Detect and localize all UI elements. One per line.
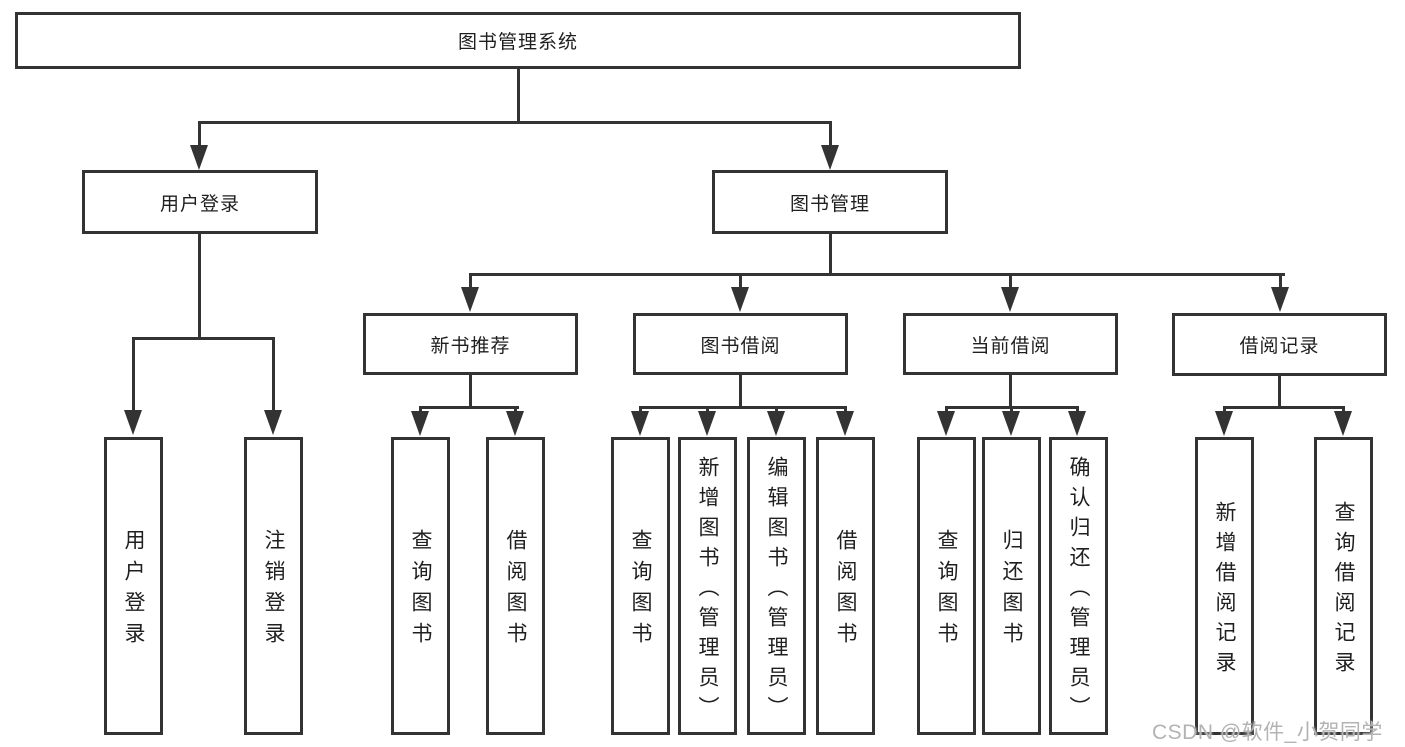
connector-borrowing-down: [739, 375, 742, 406]
arrow-down-icon: [836, 411, 854, 436]
connector-recommend-hline: [419, 406, 519, 409]
node-label: 新书推荐: [430, 335, 511, 357]
connector-stem: [639, 406, 642, 414]
connector-stem: [1342, 406, 1345, 414]
connector-stem: [1009, 273, 1012, 289]
connector-borrowing-hline: [639, 406, 847, 409]
node-label: 借阅记录: [1239, 336, 1320, 357]
csdn-watermark: CSDN @软件_小贺同学: [1152, 721, 1383, 744]
leaf-label: 查询图书: [629, 529, 652, 653]
arrow-down-icon: [1334, 411, 1352, 436]
arrow-down-icon: [731, 287, 749, 312]
connector-level3-hline: [469, 273, 1285, 276]
node-book-management: 图书管理: [712, 170, 948, 234]
leaf-recommend-query-books: 查询图书: [391, 437, 450, 735]
connector-stem: [775, 406, 778, 414]
arrow-down-icon: [767, 411, 785, 436]
connector-stem: [272, 337, 275, 410]
node-current-borrowing: 当前借阅: [903, 313, 1118, 375]
leaf-borrow-query-books: 查询图书: [611, 437, 670, 735]
connector-stem: [132, 337, 135, 410]
arrow-down-icon: [124, 410, 142, 435]
connector-stem: [1076, 406, 1079, 414]
leaf-current-confirm-return-admin: 确认归还（管理员）: [1049, 437, 1108, 735]
connector-user-login-stem: [198, 121, 201, 147]
leaf-records-add-borrow-record: 新增借阅记录: [1195, 437, 1254, 735]
connector-stem: [514, 406, 517, 414]
node-user-login: 用户登录: [82, 170, 318, 234]
leaf-label: 查询图书: [935, 529, 958, 653]
leaf-current-query-books: 查询图书: [917, 437, 976, 735]
connector-records-hline: [1223, 406, 1345, 409]
arrow-down-icon: [937, 411, 955, 436]
leaf-borrow-add-books-admin: 新增图书（管理员）: [678, 437, 737, 735]
leaf-label: 借阅图书: [834, 529, 857, 653]
connector-stem: [1279, 273, 1282, 289]
leaf-label: 新增借阅记录: [1213, 501, 1236, 681]
arrow-down-icon: [1215, 411, 1233, 436]
connector-stem: [844, 406, 847, 414]
leaf-label: 新增图书（管理员）: [696, 456, 719, 726]
arrow-down-icon: [411, 411, 429, 436]
arrow-down-icon: [1068, 411, 1086, 436]
leaf-label: 注销登录: [262, 529, 285, 653]
arrow-down-icon: [821, 145, 839, 170]
connector-login-hline: [132, 337, 275, 340]
leaf-borrow-borrow-books: 借阅图书: [816, 437, 875, 735]
arrow-down-icon: [264, 410, 282, 435]
leaf-label: 借阅图书: [504, 529, 527, 653]
connector-stem: [739, 273, 742, 289]
leaf-logout: 注销登录: [244, 437, 303, 735]
connector-records-down: [1278, 376, 1281, 406]
leaf-label: 查询借阅记录: [1332, 501, 1355, 681]
connector-stem: [945, 406, 948, 414]
node-root-library-system: 图书管理系统: [15, 12, 1021, 69]
arrow-down-icon: [461, 287, 479, 312]
connector-current-down: [1009, 375, 1012, 406]
leaf-label: 查询图书: [409, 529, 432, 653]
leaf-label: 归还图书: [1000, 529, 1023, 653]
node-label: 图书管理系统: [457, 32, 578, 53]
leaf-records-query-borrow-record: 查询借阅记录: [1314, 437, 1373, 735]
connector-stem: [1223, 406, 1226, 414]
arrow-down-icon: [631, 411, 649, 436]
connector-recommend-down: [469, 375, 472, 406]
arrow-down-icon: [1271, 287, 1289, 312]
node-new-book-recommend: 新书推荐: [363, 313, 578, 375]
connector-stem: [706, 406, 709, 414]
arrow-down-icon: [190, 145, 208, 170]
arrow-down-icon: [1002, 411, 1020, 436]
leaf-current-return-books: 归还图书: [982, 437, 1041, 735]
leaf-user-login: 用户登录: [104, 437, 163, 735]
node-book-borrowing: 图书借阅: [633, 313, 848, 375]
connector-stem: [419, 406, 422, 414]
connector-level2-hline: [198, 121, 832, 124]
leaf-label: 用户登录: [122, 529, 145, 653]
connector-root-stem: [517, 69, 520, 121]
leaf-label: 编辑图书（管理员）: [765, 456, 788, 726]
connector-stem: [1010, 406, 1013, 414]
node-label: 用户登录: [159, 193, 240, 215]
leaf-label: 确认归还（管理员）: [1067, 456, 1090, 726]
node-borrowing-records: 借阅记录: [1172, 313, 1387, 376]
connector-user-login-down: [198, 234, 201, 337]
arrow-down-icon: [698, 411, 716, 436]
arrow-down-icon: [1001, 287, 1019, 312]
connector-stem: [469, 273, 472, 289]
connector-book-mgmt-down: [829, 234, 832, 276]
arrow-down-icon: [506, 411, 524, 436]
node-label: 当前借阅: [970, 335, 1051, 357]
leaf-borrow-edit-books-admin: 编辑图书（管理员）: [747, 437, 806, 735]
connector-book-mgmt-stem: [829, 121, 832, 147]
leaf-recommend-borrow-books: 借阅图书: [486, 437, 545, 735]
node-label: 图书借阅: [700, 335, 781, 357]
node-label: 图书管理: [789, 193, 870, 215]
